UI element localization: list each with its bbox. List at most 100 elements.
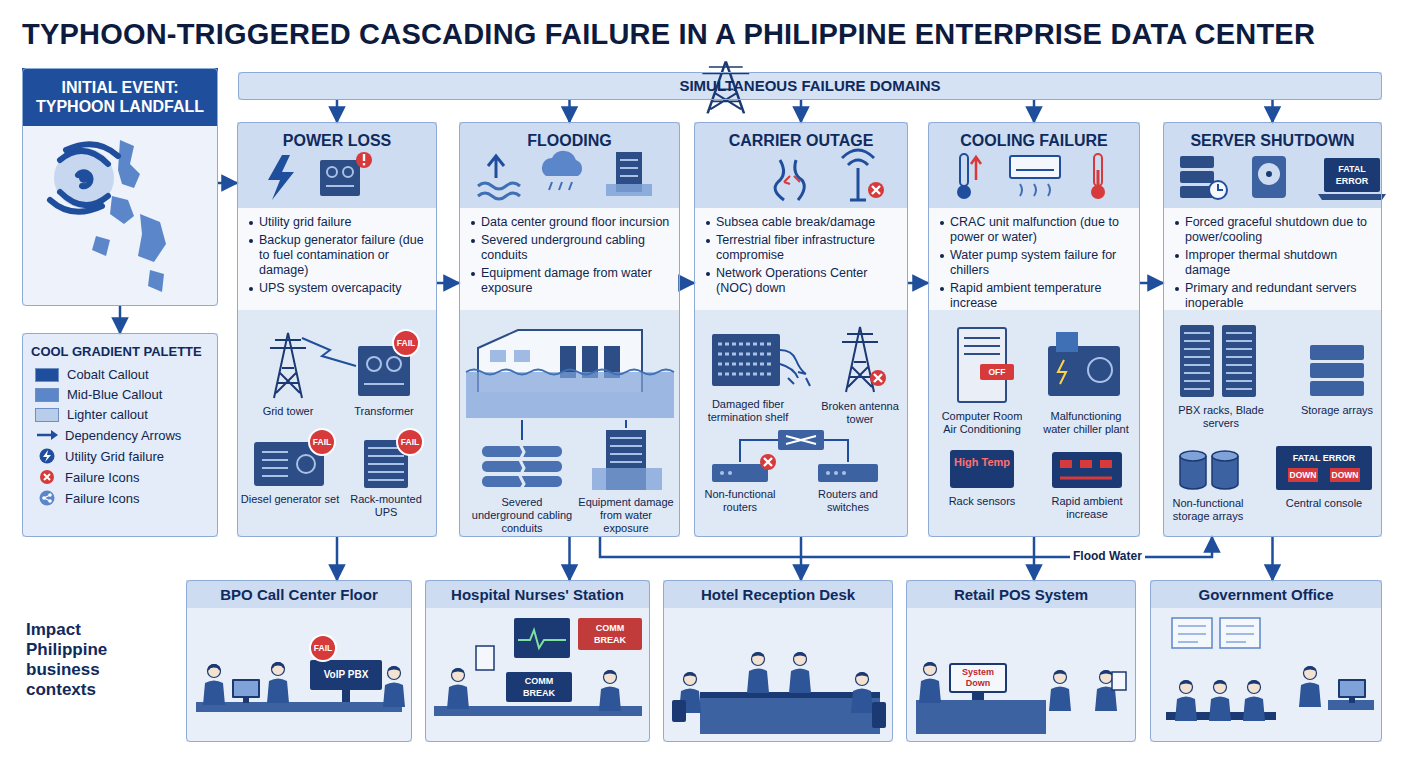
label-holder: Damaged fiber termination shelf xyxy=(703,398,793,424)
label-holder: OFF xyxy=(981,366,1013,378)
label-holder: PBX racks, Blade servers xyxy=(1166,404,1276,430)
box-heading: Retail POS System xyxy=(907,581,1135,608)
label-holder: COMM BREAK xyxy=(581,622,639,646)
part-label: Non-functional routers xyxy=(695,488,785,514)
status-badge-text: FAIL xyxy=(309,436,335,448)
legend-symbol xyxy=(35,490,59,506)
dependency-arrow xyxy=(336,537,339,580)
label-holder: Broken antenna tower xyxy=(818,400,902,426)
event-panel: INITIAL EVENT: TYPHOON LANDFALL xyxy=(22,68,218,306)
bullet-text: Backup generator failure (due to fuel co… xyxy=(248,233,428,278)
dependency-arrow xyxy=(800,537,803,580)
status-badge-text: DOWN xyxy=(1330,469,1360,481)
legend-row: Failure Icons xyxy=(23,488,217,509)
dependency-arrow xyxy=(1271,537,1274,580)
part-label: Computer Room Air Conditioning xyxy=(936,410,1028,436)
legend-text: Failure Icons xyxy=(65,491,139,506)
dependency-arrow xyxy=(1140,282,1163,285)
part-label: Grid tower xyxy=(248,405,328,418)
label-holder: Computer Room Air Conditioning xyxy=(936,410,1028,436)
legend-text: Dependency Arrows xyxy=(65,428,181,443)
box-heading: Hospital Nurses' Station xyxy=(426,581,649,608)
bullet-list: Utility grid failureBackup generator fai… xyxy=(248,215,428,299)
bullet-text: Network Operations Center (NOC) down xyxy=(705,266,899,296)
dependency-arrow xyxy=(568,537,571,580)
label-holder: Transformer xyxy=(344,405,424,418)
dependency-arrow xyxy=(1271,100,1274,122)
status-badge-text: FAIL xyxy=(393,337,419,349)
failure-domain-panel: CARRIER OUTAGE Subsea cable break/damageT… xyxy=(694,122,908,537)
panel-heading: CARRIER OUTAGE xyxy=(695,123,907,150)
part-label: Storage arrays xyxy=(1297,404,1377,417)
part-label: PBX racks, Blade servers xyxy=(1166,404,1276,430)
label-holder: Non-functional storage arrays xyxy=(1163,497,1253,523)
bullet-text: Data center ground floor incursion xyxy=(470,215,671,230)
legend-symbol xyxy=(35,469,59,485)
screen-text: VoIP PBX xyxy=(313,669,379,681)
screen-text: FATAL ERROR xyxy=(1327,163,1377,187)
legend-swatch xyxy=(35,368,59,382)
legend-symbol xyxy=(35,448,59,464)
panel-heading: COOLING FAILURE xyxy=(929,123,1139,150)
title-bar: TYPHOON-TRIGGERED CASCADING FAILURE IN A… xyxy=(22,18,1315,51)
banner-box: SIMULTANEOUS FAILURE DOMAINS xyxy=(238,72,1382,100)
panel-heading: FLOODING xyxy=(460,123,679,150)
failure-domain-panel: FLOODING Data center ground floor incursi… xyxy=(459,122,680,537)
legend-swatch xyxy=(35,388,59,402)
dependency-arrow xyxy=(1033,537,1036,580)
bullet-text: Forced graceful shutdown due to power/co… xyxy=(1174,215,1373,245)
label-holder: FAIL xyxy=(397,436,423,448)
bullet-text: Primary and redundant servers inoperable xyxy=(1174,281,1373,311)
label-holder: Rack sensors xyxy=(942,495,1022,508)
label-holder: Non-functional routers xyxy=(695,488,785,514)
legend-box: COOL GRADIENT PALETTE Cobalt CalloutMid-B… xyxy=(22,333,218,537)
legend-symbol xyxy=(35,427,59,443)
label-holder: Equipment damage from water exposure xyxy=(576,496,676,535)
dependency-arrow xyxy=(680,282,694,285)
part-label: Non-functional storage arrays xyxy=(1163,497,1253,523)
part-label: Rapid ambient increase xyxy=(1039,495,1135,521)
panel-heading: SERVER SHUTDOWN xyxy=(1164,123,1381,150)
label-holder: COMM BREAK xyxy=(511,675,567,699)
panel-heading: POWER LOSS xyxy=(238,123,436,150)
dependency-arrow xyxy=(568,100,571,122)
dependency-arrow xyxy=(218,182,237,185)
box-heading: BPO Call Center Floor xyxy=(187,581,411,608)
part-label: Routers and switches xyxy=(805,488,891,514)
dependency-arrow xyxy=(800,100,803,122)
impact-box: Retail POS System xyxy=(906,580,1136,742)
box-heading: COOL GRADIENT PALETTE xyxy=(23,334,217,365)
part-label: Malfunctioning water chiller plant xyxy=(1038,410,1134,436)
dependency-arrow xyxy=(1033,100,1036,122)
impact-box: Government Office xyxy=(1150,580,1382,742)
label-holder: High Temp xyxy=(953,456,1011,469)
bullet-list: Subsea cable break/damageTerrestrial fib… xyxy=(705,215,899,299)
legend-row: Mid-Blue Callout xyxy=(23,385,217,405)
bullet-text: Severed underground cabling conduits xyxy=(470,233,671,263)
bullet-text: Equipment damage from water exposure xyxy=(470,266,671,296)
part-label: Severed underground cabling conduits xyxy=(470,496,574,535)
bullet-list: CRAC unit malfunction (due to power or w… xyxy=(939,215,1131,314)
part-label: Transformer xyxy=(344,405,424,418)
alert-text: High Temp xyxy=(953,456,1011,469)
part-label: Central console xyxy=(1279,497,1369,510)
label-holder: FAIL xyxy=(309,436,335,448)
box-heading: Government Office xyxy=(1151,581,1381,608)
dependency-arrow xyxy=(336,100,339,122)
label-holder: Storage arrays xyxy=(1297,404,1377,417)
status-badge-text: FAIL xyxy=(310,642,336,654)
impact-box: BPO Call Center Floor xyxy=(186,580,412,742)
diagram-title: TYPHOON-TRIGGERED CASCADING FAILURE IN A… xyxy=(22,18,1315,51)
bullet-text: Rapid ambient temperature increase xyxy=(939,281,1131,311)
bullet-text: Improper thermal shutdown damage xyxy=(1174,248,1373,278)
edge-label: Flood Water xyxy=(1070,549,1145,563)
legend-text: Cobalt Callout xyxy=(67,367,149,382)
bullet-text: Terrestrial fiber infrastructure comprom… xyxy=(705,233,899,263)
legend-text: Utility Grid failure xyxy=(65,449,164,464)
side-note: Impact Philippine business contexts xyxy=(26,620,138,700)
legend-row: Dependency Arrows xyxy=(23,425,217,446)
